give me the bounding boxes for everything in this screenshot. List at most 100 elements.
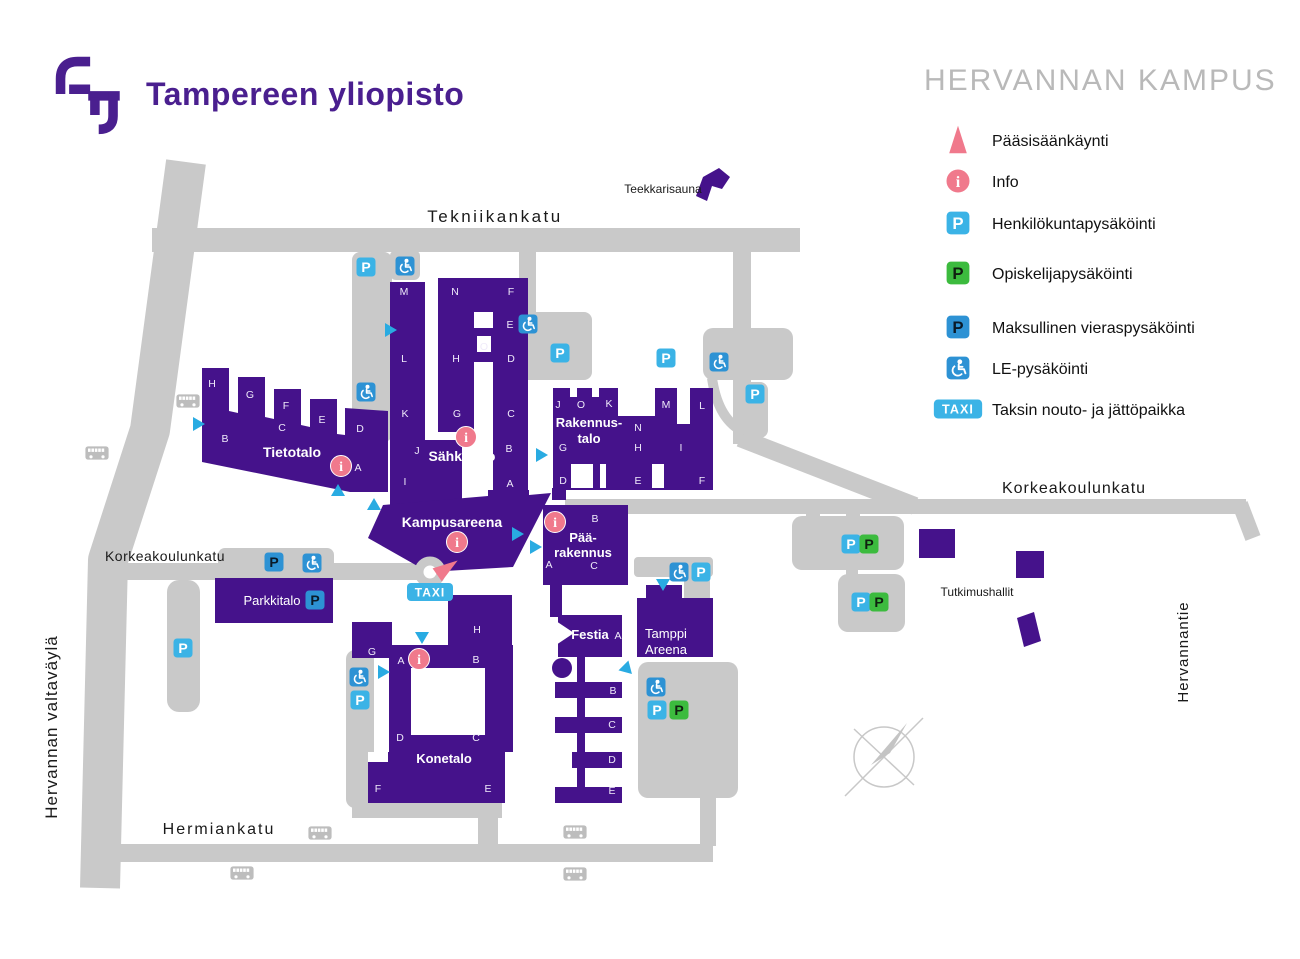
tri-icon xyxy=(656,579,670,591)
map-label: P xyxy=(555,345,564,361)
building-label-tamppi-areena: Areena xyxy=(645,642,688,657)
building-cutouts xyxy=(368,336,690,762)
wing-letter: G xyxy=(368,646,376,658)
p-staff-icon: P xyxy=(851,592,871,612)
wing-letter: M xyxy=(400,286,409,298)
wing-letter: C xyxy=(608,719,616,731)
page-title: HERVANNAN KAMPUS xyxy=(924,64,1277,97)
tri-icon xyxy=(367,498,381,510)
p-paid-icon: P xyxy=(946,315,970,339)
university-logo-mark xyxy=(55,56,120,135)
parking-strip-konetalo xyxy=(346,650,374,808)
wing-letter: B xyxy=(591,513,598,525)
road-tekniikankatu xyxy=(152,228,800,252)
building-label-konetalo: Konetalo xyxy=(416,751,472,766)
map-label: P xyxy=(874,594,883,610)
wing-letter: D xyxy=(356,423,364,435)
p-student-icon: P xyxy=(859,534,879,554)
wing-letter: G xyxy=(246,389,254,401)
building-rakennustalo-n-wing xyxy=(628,416,648,432)
tri-icon xyxy=(530,540,542,554)
wing-letter: H xyxy=(634,442,642,454)
legend-label: LE-pysäköinti xyxy=(992,361,1088,378)
wing-letter: D xyxy=(396,732,404,744)
p-staff-icon: P xyxy=(647,700,667,720)
taxi-icon: TAXI xyxy=(933,399,983,419)
map-label: P xyxy=(846,536,855,552)
wing-letter: K xyxy=(605,398,612,410)
le-icon xyxy=(349,667,369,687)
map-label: P xyxy=(864,536,873,552)
p-staff-icon: P xyxy=(841,534,861,554)
building-sahkotalo xyxy=(390,278,528,510)
map-label: i xyxy=(455,536,459,551)
tri-icon xyxy=(415,632,429,644)
map-label: TAXI xyxy=(415,586,445,600)
map-label: i xyxy=(956,174,961,191)
bus-icon xyxy=(562,866,588,882)
map-label: P xyxy=(952,318,963,337)
info-icon: i xyxy=(544,511,566,533)
wing-letter: H xyxy=(452,353,460,365)
info-icon: i xyxy=(945,168,971,194)
wing-letter: A xyxy=(614,630,621,642)
wing-letter: F xyxy=(508,286,514,298)
wing-letter: D xyxy=(559,475,567,487)
map-label: P xyxy=(661,350,670,366)
wing-letter: O xyxy=(577,399,585,411)
map-label: P xyxy=(952,214,963,233)
wing-letter: I xyxy=(680,442,683,454)
wing-letter: H xyxy=(473,624,481,636)
compass-needle xyxy=(871,723,907,765)
building-tamppi-areena xyxy=(637,585,713,657)
wing-letter: B xyxy=(221,433,228,445)
le-icon xyxy=(302,553,322,573)
street-label: Korkeakoulunkatu xyxy=(105,548,225,564)
wing-letter: L xyxy=(699,400,705,412)
wing-letter: J xyxy=(555,399,560,411)
tri-icon xyxy=(536,448,548,462)
building-label-rakennustalo: Rakennus- xyxy=(556,415,622,430)
street-label: Hervannantie xyxy=(1175,601,1192,702)
wing-letter: M xyxy=(662,399,671,411)
le-icon xyxy=(646,677,666,697)
wing-letter: N xyxy=(634,422,642,434)
building-kampusareena xyxy=(368,490,551,572)
legend-label: Pääsisäänkäynti xyxy=(992,133,1109,150)
tri-icon xyxy=(385,323,397,337)
map-label: P xyxy=(952,264,963,283)
p-staff-icon: P xyxy=(173,638,193,658)
map-label: P xyxy=(355,692,364,708)
le-icon xyxy=(709,352,729,372)
wing-letter: I xyxy=(404,476,407,488)
building-teekkarisauna xyxy=(696,168,730,201)
building-label-p-rakennus: Pää- xyxy=(569,530,596,545)
tri-icon xyxy=(618,660,632,674)
building-label-p-rakennus: rakennus xyxy=(554,545,612,560)
p-staff-icon: P xyxy=(550,343,570,363)
le-icon xyxy=(946,356,970,380)
bus-icon xyxy=(229,865,255,881)
map-label: P xyxy=(269,554,278,570)
building-festia xyxy=(552,615,622,803)
wing-letter: B xyxy=(505,443,512,455)
map-label: TAXI xyxy=(942,403,974,417)
tri-icon xyxy=(512,527,524,541)
wing-letter: E xyxy=(634,475,641,487)
bus-icon xyxy=(307,825,333,841)
buildings-tutkimushallit xyxy=(919,529,1044,647)
wing-letter: C xyxy=(472,732,480,744)
legend-label: Opiskelijapysäköinti xyxy=(992,266,1133,283)
building-label-tietotalo: Tietotalo xyxy=(263,444,321,460)
bus-icon xyxy=(175,393,201,409)
le-icon xyxy=(518,314,538,334)
tri-icon xyxy=(378,665,390,679)
road-hermiankatu xyxy=(95,844,713,862)
tri-main-icon xyxy=(949,125,967,154)
p-staff-icon: P xyxy=(656,348,676,368)
